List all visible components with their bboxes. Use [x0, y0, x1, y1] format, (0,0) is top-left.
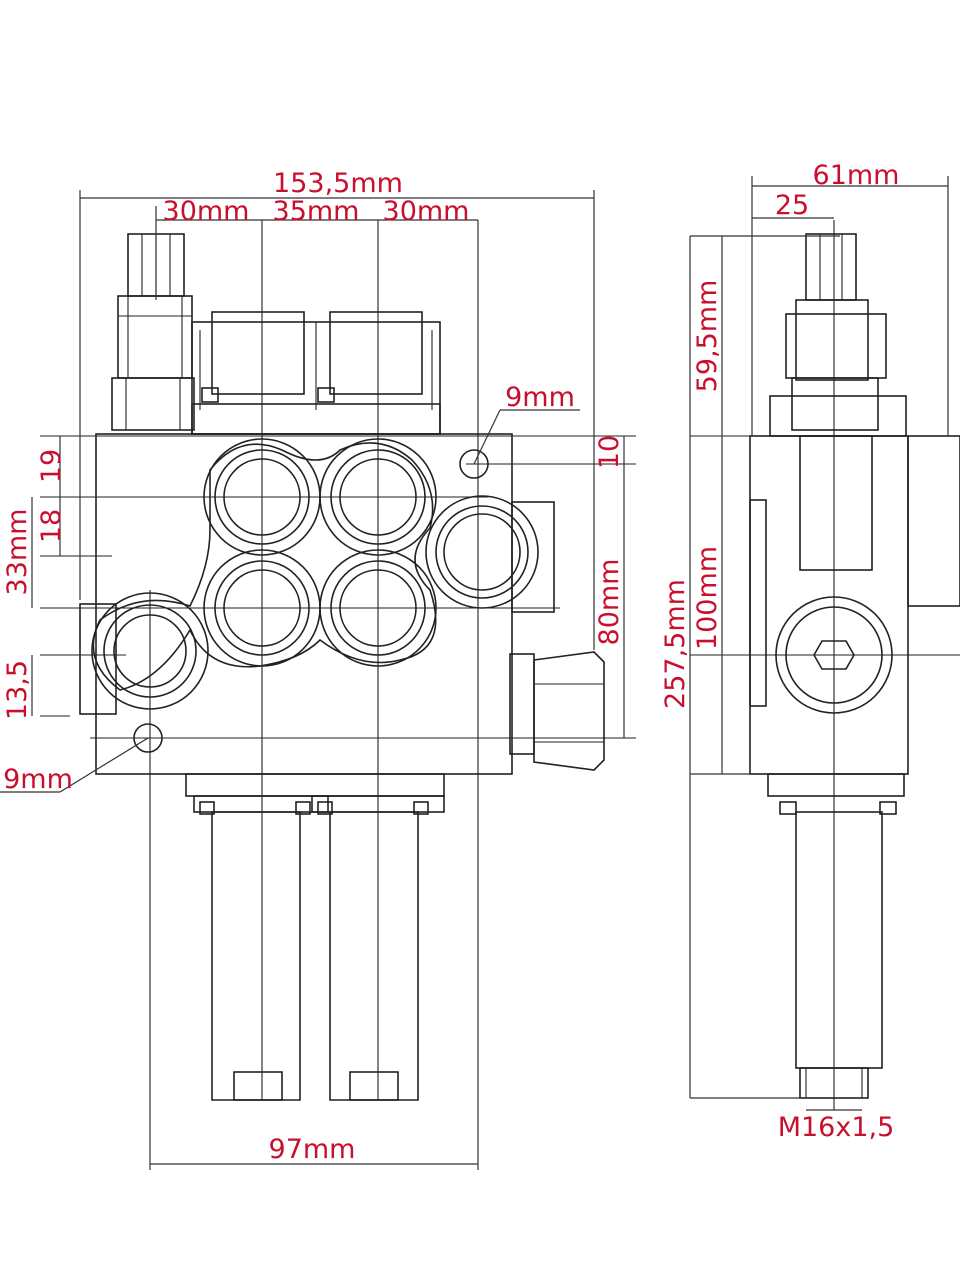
label-dim-13-5: 13,5	[2, 660, 33, 720]
label-dim-10: 10	[594, 435, 625, 469]
side-fitting	[509, 651, 605, 771]
spool-handles	[193, 795, 445, 1101]
label-overall-width: 153,5mm	[273, 168, 403, 199]
spool-caps-top	[191, 311, 441, 435]
label-side-width: 61mm	[813, 160, 900, 191]
label-thread: M16x1,5	[778, 1112, 895, 1143]
label-spool-spacing-3: 30mm	[383, 196, 470, 227]
label-side-25: 25	[775, 190, 809, 221]
label-hole-top: 9mm	[505, 382, 575, 413]
side-dimensions	[689, 176, 949, 1111]
label-side-257-5: 257,5mm	[660, 579, 691, 709]
label-side-59-5: 59,5mm	[692, 280, 723, 393]
label-dim-19: 19	[36, 449, 67, 483]
front-dimensions	[0, 190, 625, 1165]
label-side-100: 100mm	[692, 546, 723, 650]
front-view	[40, 220, 636, 1170]
port-bosses	[91, 438, 539, 753]
label-hole-bottom: 9mm	[3, 764, 73, 795]
dimension-labels: 153,5mm 30mm 35mm 30mm 9mm 9mm 19 18 33m…	[2, 160, 899, 1165]
label-dim-80: 80mm	[594, 559, 625, 646]
label-spool-spacing-2: 35mm	[273, 196, 360, 227]
center-lines	[40, 220, 636, 1170]
label-spool-spacing-1: 30mm	[163, 196, 250, 227]
relief-valve-cap	[111, 233, 195, 431]
side-view	[690, 220, 960, 1110]
label-dim-18: 18	[36, 509, 67, 543]
label-mount-spacing: 97mm	[269, 1134, 356, 1165]
label-dim-33: 33mm	[2, 509, 33, 596]
